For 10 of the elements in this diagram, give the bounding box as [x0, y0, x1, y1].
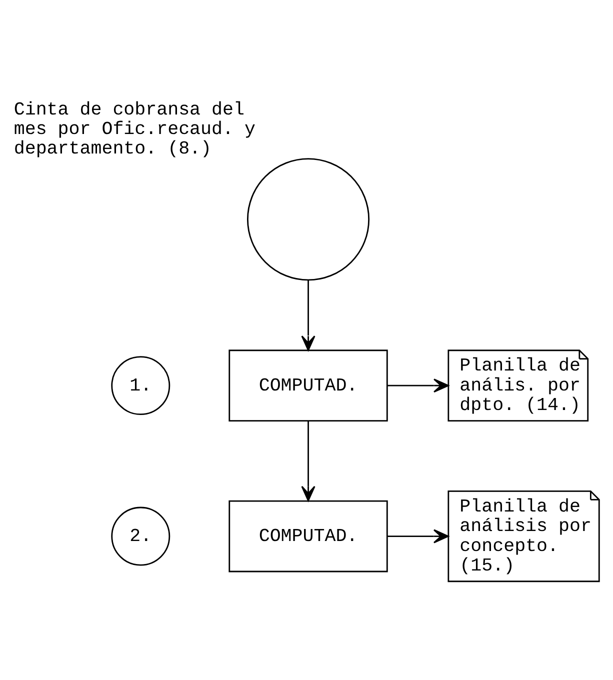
- node-box: COMPUTAD.: [228, 349, 388, 421]
- arrow: [387, 378, 449, 392]
- arrow: [301, 280, 316, 350]
- arrow: [387, 528, 449, 543]
- node-circle: [246, 158, 370, 280]
- node-box: COMPUTAD.: [228, 500, 388, 572]
- node-circle: 2.: [111, 506, 170, 566]
- node-circle: 1.: [111, 356, 170, 415]
- node-label: Cinta de cobransa del mes por Ofic.recaud. y departamento. (8.): [14, 100, 256, 160]
- arrow: [301, 420, 316, 501]
